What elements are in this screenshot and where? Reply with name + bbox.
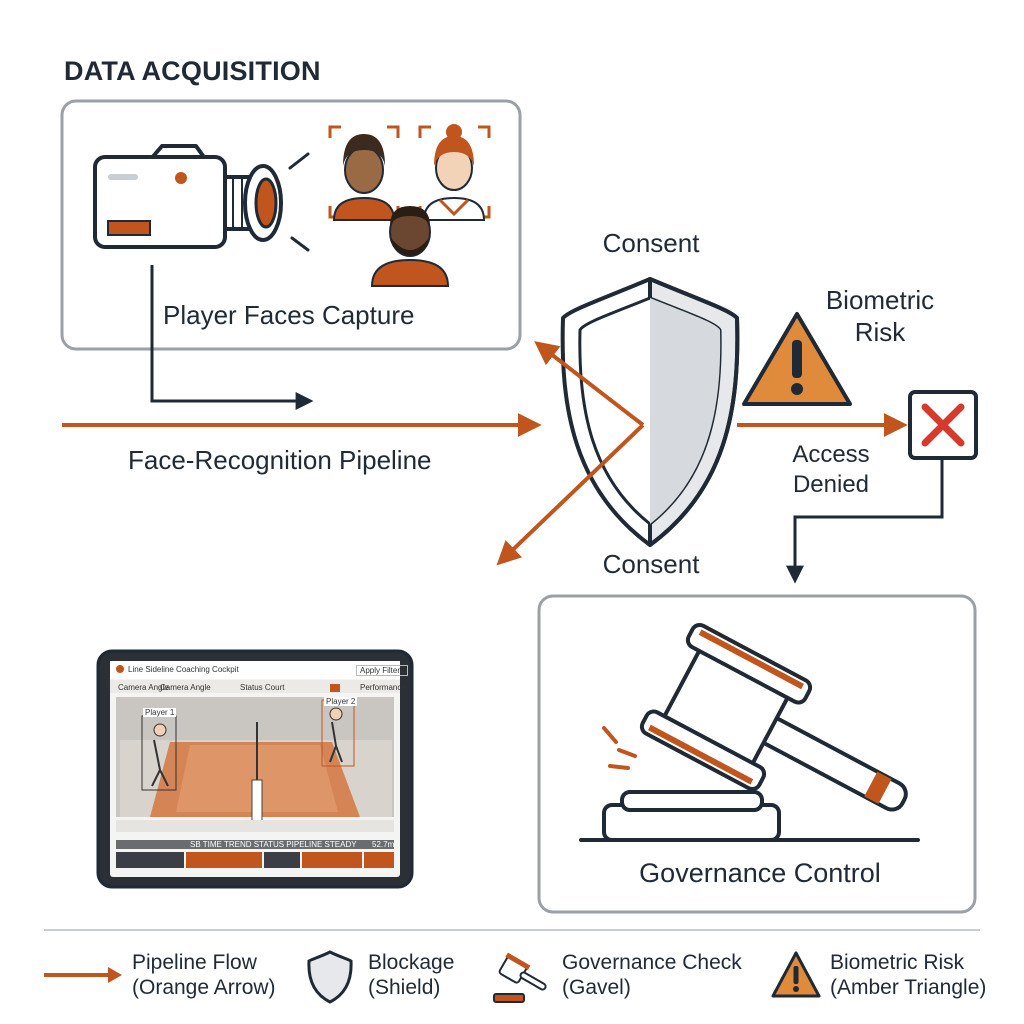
legend-label: Governance Check — [562, 951, 742, 974]
legend-label: Pipeline Flow — [132, 951, 257, 974]
legend-item-biometric-risk: Biometric Risk (Amber Triangle) — [770, 950, 986, 1000]
deflect-arrow-bottom — [496, 423, 645, 566]
tablet-player-tag-2: Player 2 — [324, 697, 358, 706]
page-title: DATA ACQUISITION — [64, 56, 321, 86]
tablet-apply-button[interactable]: Apply Filters — [356, 665, 409, 676]
deflect-arrow-top — [534, 341, 645, 427]
gavel-legend-icon — [493, 952, 547, 1003]
legend-sublabel: (Shield) — [368, 976, 441, 999]
legend-item-blockage: Blockage (Shield) — [306, 950, 454, 1004]
tablet-control-4[interactable]: Performance — [360, 683, 406, 692]
tablet-title: Line Sideline Coaching Cockpit — [128, 665, 239, 674]
access-denied-icon — [908, 390, 978, 460]
shield-icon — [560, 277, 740, 547]
tablet-control-2[interactable]: Camera Angle — [160, 683, 211, 692]
governance-label: Governance Control — [639, 858, 881, 888]
consent-label-top: Consent — [602, 228, 700, 258]
legend-label: Biometric Risk — [830, 951, 965, 974]
player-face-icon-1 — [328, 125, 400, 221]
biometric-risk-label: Biometric Risk — [825, 285, 935, 347]
orange-arrow-icon — [44, 967, 122, 983]
tablet-player-tag-1: Player 1 — [143, 708, 177, 717]
gavel-icon — [579, 622, 920, 842]
pipeline-label: Face-Recognition Pipeline — [128, 445, 432, 475]
consent-label-bottom: Consent — [602, 549, 700, 579]
capture-flow-arrow — [150, 265, 314, 410]
governance-flow-arrow — [786, 458, 944, 584]
player-face-icon-3 — [370, 206, 450, 287]
tablet-status-line: SB TIME TREND STATUS PIPELINE STEADY — [190, 840, 357, 849]
legend-label: Blockage — [368, 951, 455, 974]
legend-sublabel: (Gavel) — [562, 976, 631, 999]
access-denied-label: Access Denied — [792, 441, 870, 498]
legend-sublabel: (Orange Arrow) — [132, 976, 276, 999]
player-face-icon-2 — [418, 124, 491, 221]
legend-item-governance-check: Governance Check (Gavel) — [490, 950, 742, 1004]
camera-icon — [93, 144, 310, 252]
tablet-control-3[interactable]: Status Court — [240, 683, 285, 692]
tablet-device — [96, 649, 414, 889]
tablet-readout: 52.7m — [372, 840, 395, 849]
amber-triangle-legend-icon — [771, 951, 821, 998]
tablet-control-1[interactable]: Camera Angle — [118, 683, 169, 692]
warning-triangle-icon — [742, 312, 852, 406]
legend-item-pipeline-flow: Pipeline Flow (Orange Arrow) — [42, 950, 276, 1000]
capture-label: Player Faces Capture — [163, 300, 415, 330]
legend-sublabel: (Amber Triangle) — [830, 976, 987, 999]
shield-legend-icon — [307, 950, 353, 1004]
